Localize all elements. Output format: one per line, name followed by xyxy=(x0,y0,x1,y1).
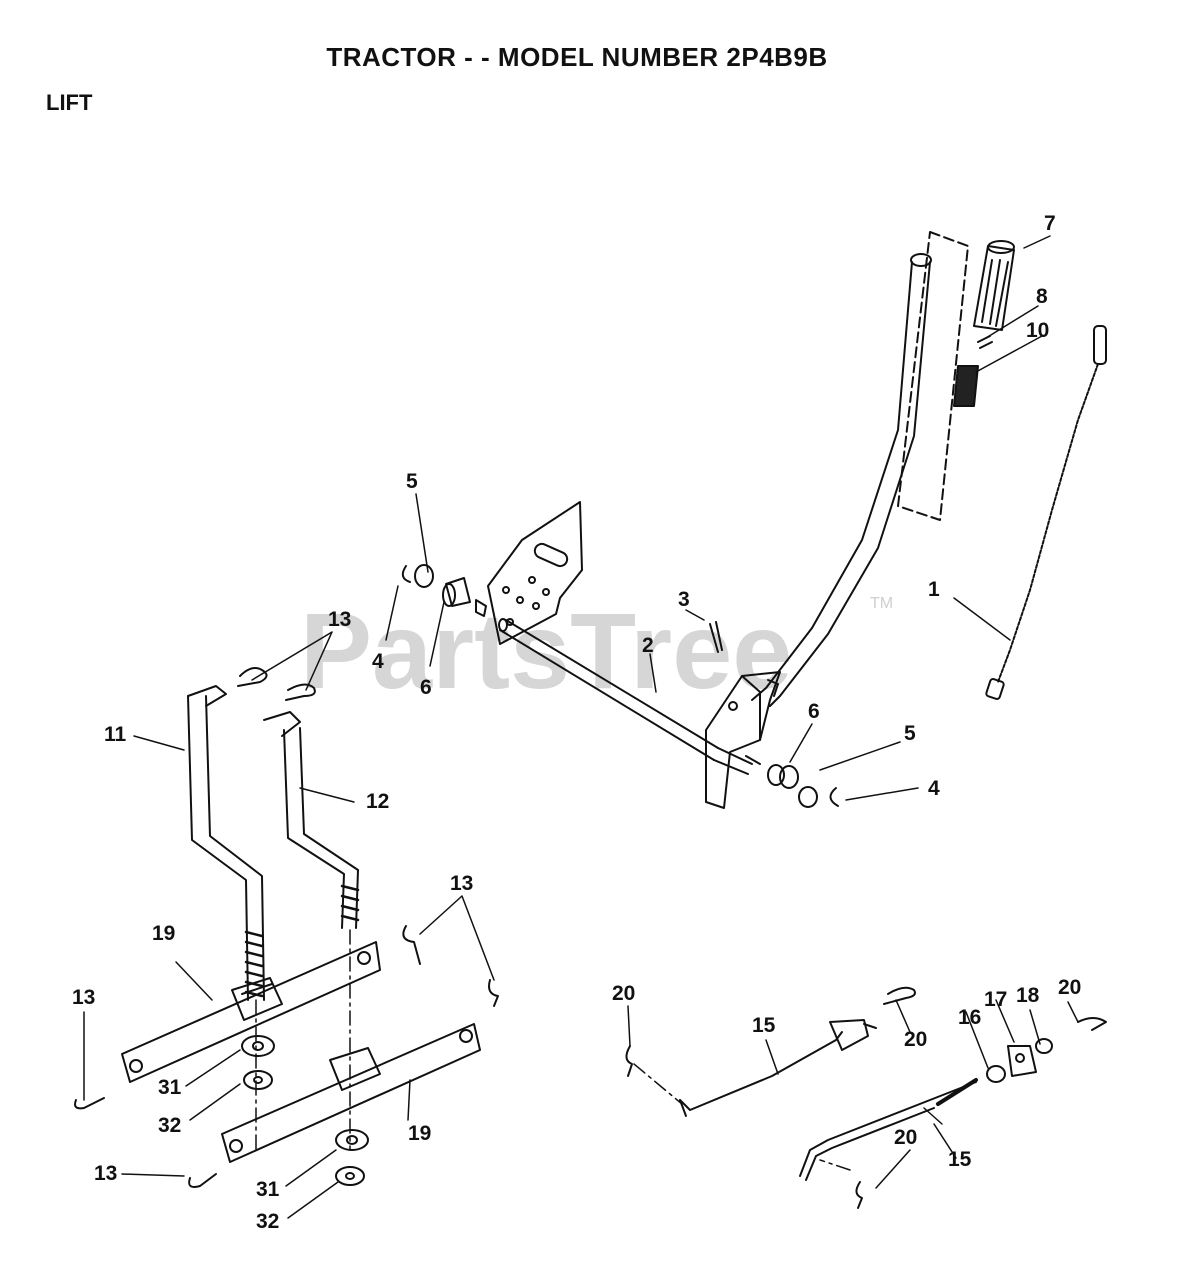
lift-link-11 xyxy=(187,685,265,1001)
callout-17: 17 xyxy=(984,988,1007,1011)
section-label: LIFT xyxy=(46,90,93,115)
callout-6-right: 6 xyxy=(808,700,820,723)
right-shaft-hardware xyxy=(745,755,839,808)
callout-15-upper: 15 xyxy=(752,1014,776,1037)
hair-pins-13 xyxy=(74,667,499,1188)
callout-13-right: 13 xyxy=(450,872,473,895)
callout-20-mid: 20 xyxy=(904,1028,927,1051)
lift-lever xyxy=(705,253,932,809)
callout-labels: 1 2 3 4 4 5 5 6 6 7 8 10 11 12 13 13 13 … xyxy=(72,212,1081,1233)
callout-18: 18 xyxy=(1016,984,1040,1007)
spacer-32-upper xyxy=(243,1070,273,1090)
nut-16 xyxy=(986,1065,1006,1083)
hair-pins-20 xyxy=(625,986,1107,1209)
callout-13-left: 13 xyxy=(72,986,95,1009)
callout-3: 3 xyxy=(678,588,690,611)
callout-31-lower: 31 xyxy=(256,1178,280,1201)
callout-20-right: 20 xyxy=(1058,976,1081,999)
spacer-32-lower xyxy=(335,1166,365,1186)
callout-6-left: 6 xyxy=(420,676,432,699)
lift-link-12 xyxy=(263,711,360,929)
page-title: TRACTOR - - MODEL NUMBER 2P4B9B xyxy=(326,42,828,72)
lift-cable xyxy=(985,325,1107,700)
callout-19-lower: 19 xyxy=(408,1122,431,1145)
callout-19-upper: 19 xyxy=(152,922,175,945)
callout-12: 12 xyxy=(366,790,389,813)
leader-lines xyxy=(83,235,1079,1219)
lift-arm-lower xyxy=(221,1023,481,1163)
watermark: PartsTree xyxy=(300,590,792,711)
washer-8 xyxy=(977,335,993,349)
callout-16: 16 xyxy=(958,1006,981,1029)
pin-3 xyxy=(709,621,723,653)
callout-7: 7 xyxy=(1044,212,1056,235)
spacer-31-lower xyxy=(335,1129,369,1151)
watermark-trademark: TM xyxy=(870,595,893,612)
handle-grip-outline xyxy=(897,231,969,521)
mounting-plate xyxy=(487,501,583,645)
callout-15-lower: 15 xyxy=(948,1148,972,1171)
callout-11: 11 xyxy=(104,723,127,746)
handle-grip xyxy=(973,240,1015,331)
callout-5-right: 5 xyxy=(904,722,916,745)
spacer-31-upper xyxy=(241,1035,275,1057)
spring-10 xyxy=(953,365,979,407)
callout-2: 2 xyxy=(642,634,654,657)
lift-rod-15-lower xyxy=(799,1078,978,1181)
lift-arm-upper xyxy=(121,941,381,1083)
nut-18 xyxy=(1035,1038,1053,1054)
callout-20-left: 20 xyxy=(612,982,635,1005)
callout-5-left: 5 xyxy=(406,470,418,493)
trunnion-17 xyxy=(1007,1045,1037,1077)
callout-32-upper: 32 xyxy=(158,1114,181,1137)
callout-32-lower: 32 xyxy=(256,1210,279,1233)
callout-4-right: 4 xyxy=(928,777,940,800)
callout-1: 1 xyxy=(928,578,940,601)
callout-8: 8 xyxy=(1036,285,1048,308)
callout-13-bottom: 13 xyxy=(94,1162,117,1185)
left-shaft-hardware xyxy=(401,564,487,617)
callout-4-left: 4 xyxy=(372,650,384,673)
callout-20-lower: 20 xyxy=(894,1126,917,1149)
cross-shaft xyxy=(498,618,753,775)
lift-rod-15-upper xyxy=(679,1019,877,1117)
callout-31-upper: 31 xyxy=(158,1076,182,1099)
callout-10: 10 xyxy=(1026,319,1049,342)
callout-13-top: 13 xyxy=(328,608,351,631)
alignment-lines xyxy=(255,929,851,1171)
